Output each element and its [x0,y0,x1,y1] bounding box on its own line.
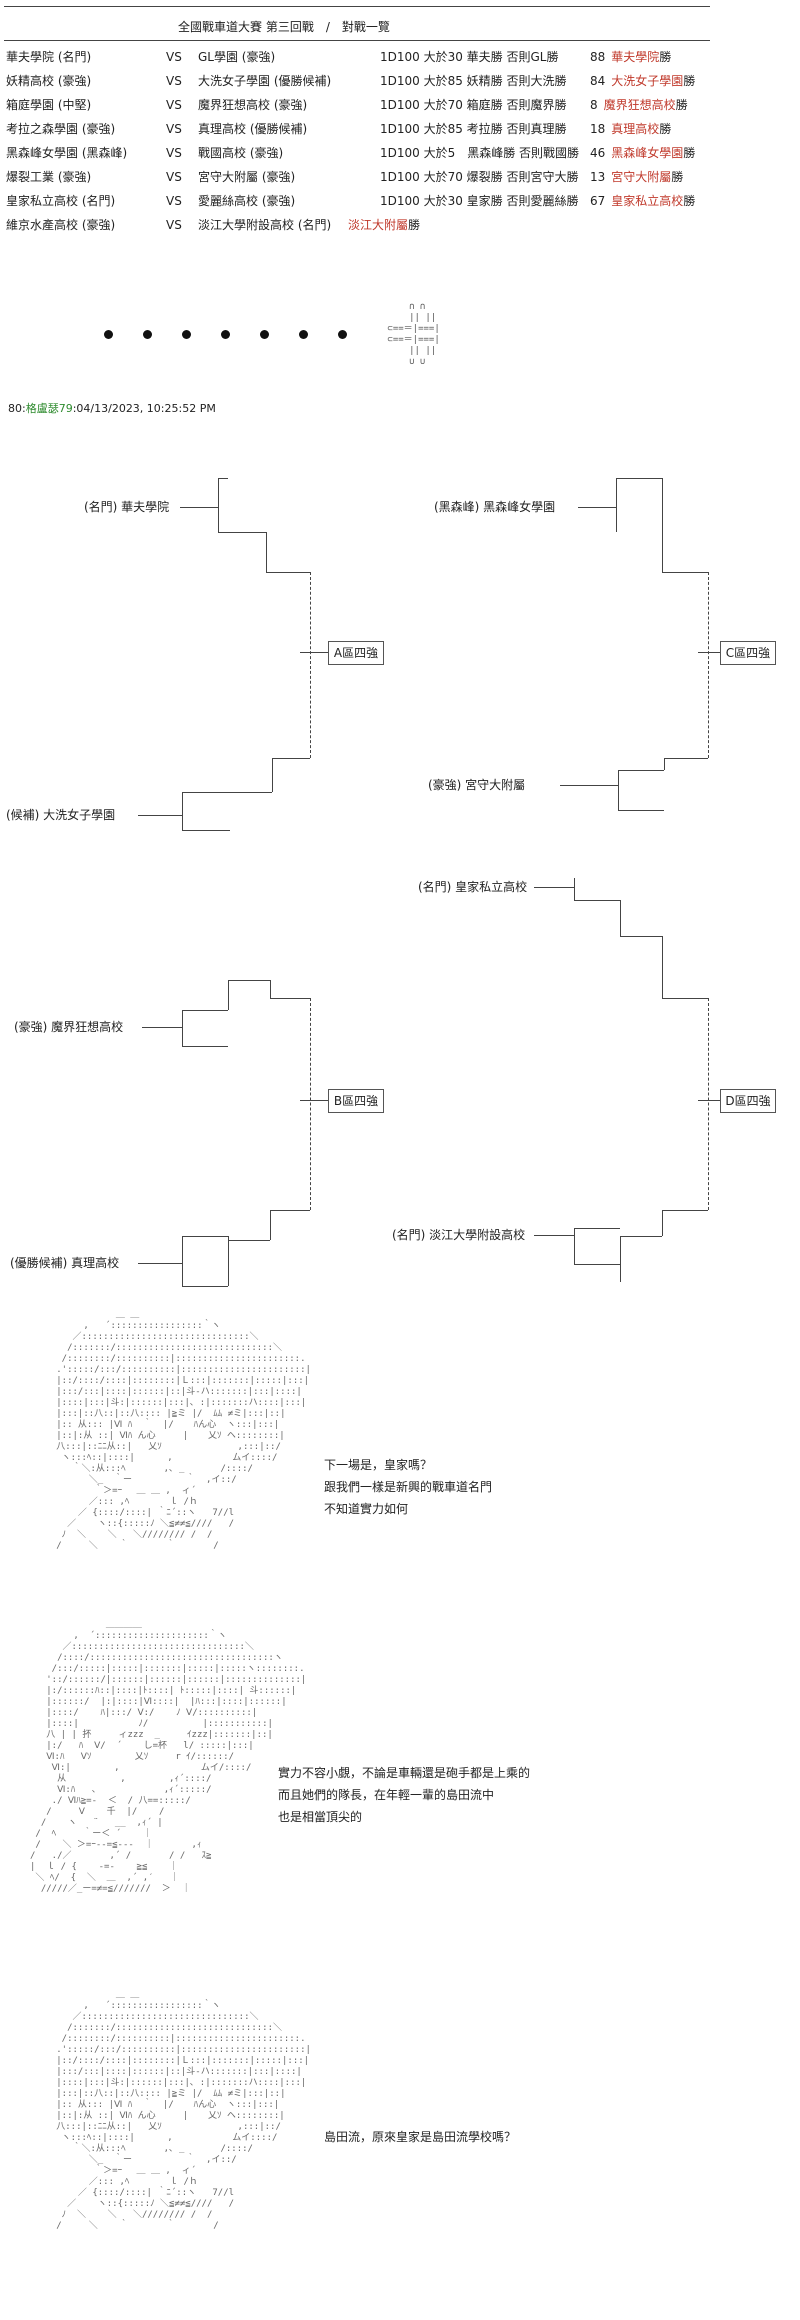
match-vs: VS [166,122,182,136]
match-winner: 淡江大附屬 [348,218,409,232]
post-timestamp: :04/13/2023, 10:25:52 PM [72,402,216,415]
match-vs: VS [166,98,182,112]
match-winner: 黑森峰女學園 [611,146,684,160]
match-left-team: 考拉之森學園 (豪強) [6,122,116,136]
ascii-character-2: ＿＿＿＿ , ´:::::::::::::::::::::｀ヽ ／:::::::… [30,1620,307,1894]
match-result-suffix: 勝 [659,50,672,64]
dialogue-line: 實力不容小覷，不論是車輛還是砲手都是上乘的 [278,1766,531,1780]
header-bottom-rule [4,40,710,41]
bracket-d-bottom-team: (名門) 淡江大學附設高校 [392,1228,526,1242]
match-roll-rule: 1D100 大於5 黑森峰勝 否則戰國勝 [380,146,580,160]
match-winner: 大洗女子學園 [611,74,684,88]
match-vs: VS [166,146,182,160]
match-roll-rule: 1D100 大於30 皇家勝 否則愛麗絲勝 [380,194,579,208]
dialogue-panel-3: 島田流，原來皇家是島田流學校嗎？ [324,2126,516,2148]
match-result-suffix: 勝 [683,194,696,208]
match-right-team: 戰國高校 (豪強) [198,146,284,160]
bracket-b-label: B區四強 [328,1089,384,1113]
match-winner: 皇家私立高校 [611,194,684,208]
header-top-rule [4,6,710,7]
match-result-roll: 84 [590,74,606,88]
match-left-team: 黑森峰女學園 (黑森峰) [6,146,128,160]
match-vs: VS [166,74,182,88]
match-result-roll: 8 [590,98,598,112]
ascii-character-1: ＿ ＿ , ´:::::::::::::::::｀ヽ ／::::::::::::… [56,1310,311,1551]
dialogue-line: 島田流，原來皇家是島田流學校嗎？ [324,2130,517,2144]
post-author[interactable]: 格盧瑟79 [25,402,73,415]
match-right-team: 真理高校 (優勝候補) [198,122,308,136]
match-roll-rule: 1D100 大於70 箱庭勝 否則魔界勝 [380,98,567,112]
match-left-team: 箱庭學園 (中堅) [6,98,92,112]
bracket-d-top-team: (名門) 皇家私立高校 [418,880,528,894]
match-left-team: 皇家私立高校 (名門) [6,194,116,208]
match-right-team: 宮守大附屬 (豪強) [198,170,296,184]
match-roll-rule: 1D100 大於85 考拉勝 否則真理勝 [380,122,567,136]
match-right-team: GL學園 (豪強) [198,50,276,64]
tank-ascii-icon: ∩ ∩ || || ⊂==＝|===| ⊂==＝|===| || || ∪ ∪ [387,302,440,367]
bracket-a-bottom-team: (候補) 大洗女子學園 [6,808,116,822]
match-result-roll: 18 [590,122,606,136]
match-result-suffix: 勝 [675,98,688,112]
post-meta: 80:格盧瑟79:04/13/2023, 10:25:52 PM [8,402,216,416]
match-left-team: 爆裂工業 (豪強) [6,170,92,184]
match-left-team: 華夫學院 (名門) [6,50,92,64]
match-right-team: 大洗女子學園 (優勝候補) [198,74,332,88]
bracket-a-top-team: (名門) 華夫學院 [84,500,170,514]
match-winner: 魔界狂想高校 [603,98,676,112]
match-result: 8 魔界狂想高校勝 [590,98,688,112]
bracket-c-bottom-team: (豪強) 宮守大附屬 [428,778,526,792]
match-result-suffix: 勝 [671,170,684,184]
match-result-roll: 46 [590,146,606,160]
ascii-character-3: ＿ ＿ , ´:::::::::::::::::｀ヽ ／::::::::::::… [56,1990,311,2231]
match-roll-rule: 1D100 大於85 妖精勝 否則大洗勝 [380,74,567,88]
match-result: 88 華夫學院勝 [590,50,671,64]
dialogue-line: 跟我們一樣是新興的戰車道名門 [324,1480,493,1494]
match-result: 18 真理高校勝 [590,122,671,136]
bracket-c-top-team: (黑森峰) 黑森峰女學園 [434,500,556,514]
match-result: 46 黑森峰女學園勝 [590,146,695,160]
match-result-suffix: 勝 [659,122,672,136]
match-result-roll: 88 [590,50,606,64]
page-title: 全國戰車道大賽 第三回戰 / 對戰一覽 [178,20,390,34]
match-result-suffix: 勝 [683,74,696,88]
match-vs: VS [166,170,182,184]
match-left-team: 妖精高校 (豪強) [6,74,92,88]
match-result-roll: 67 [590,194,606,208]
match-winner: 宮守大附屬 [611,170,672,184]
match-right-team: 魔界狂想高校 (豪強) [198,98,308,112]
match-result-suffix: 勝 [408,218,421,232]
match-right-team: 淡江大學附設高校 (名門) [198,218,332,232]
match-result: 13 宮守大附屬勝 [590,170,683,184]
match-winner: 真理高校 [611,122,660,136]
bracket-a-label: A區四強 [328,641,384,665]
bracket-d-label: D區四強 [720,1089,776,1113]
match-vs: VS [166,194,182,208]
match-result: 84 大洗女子學園勝 [590,74,695,88]
bracket-b-bottom-team: (優勝候補) 真理高校 [10,1256,120,1270]
dialogue-line: 而且她們的隊長，在年輕一輩的島田流中 [278,1788,495,1802]
dialogue-line: 不知道實力如何 [324,1502,409,1516]
match-right-team: 愛麗絲高校 (豪強) [198,194,296,208]
match-winner: 華夫學院 [611,50,660,64]
dialogue-line: 也是相當頂尖的 [278,1810,363,1824]
bracket-b-top-team: (豪強) 魔界狂想高校 [14,1020,124,1034]
match-vs: VS [166,50,182,64]
match-vs: VS [166,218,182,232]
match-roll-rule: 1D100 大於70 爆裂勝 否則宮守大勝 [380,170,579,184]
match-result-suffix: 勝 [683,146,696,160]
dialogue-line: 下一場是，皇家嗎？ [324,1458,433,1472]
match-left-team: 維京水產高校 (豪強) [6,218,116,232]
match-result: 淡江大附屬勝 [348,218,420,232]
post-number: 80: [8,402,26,415]
bracket-c-label: C區四強 [720,641,776,665]
match-roll-rule: 1D100 大於30 華夫勝 否則GL勝 [380,50,559,64]
match-result: 67 皇家私立高校勝 [590,194,695,208]
dialogue-panel-2: 實力不容小覷，不論是車輛還是砲手都是上乘的 而且她們的隊長，在年輕一輩的島田流中… [278,1762,530,1828]
match-result-roll: 13 [590,170,606,184]
dialogue-panel-1: 下一場是，皇家嗎？ 跟我們一樣是新興的戰車道名門 不知道實力如何 [324,1454,492,1520]
